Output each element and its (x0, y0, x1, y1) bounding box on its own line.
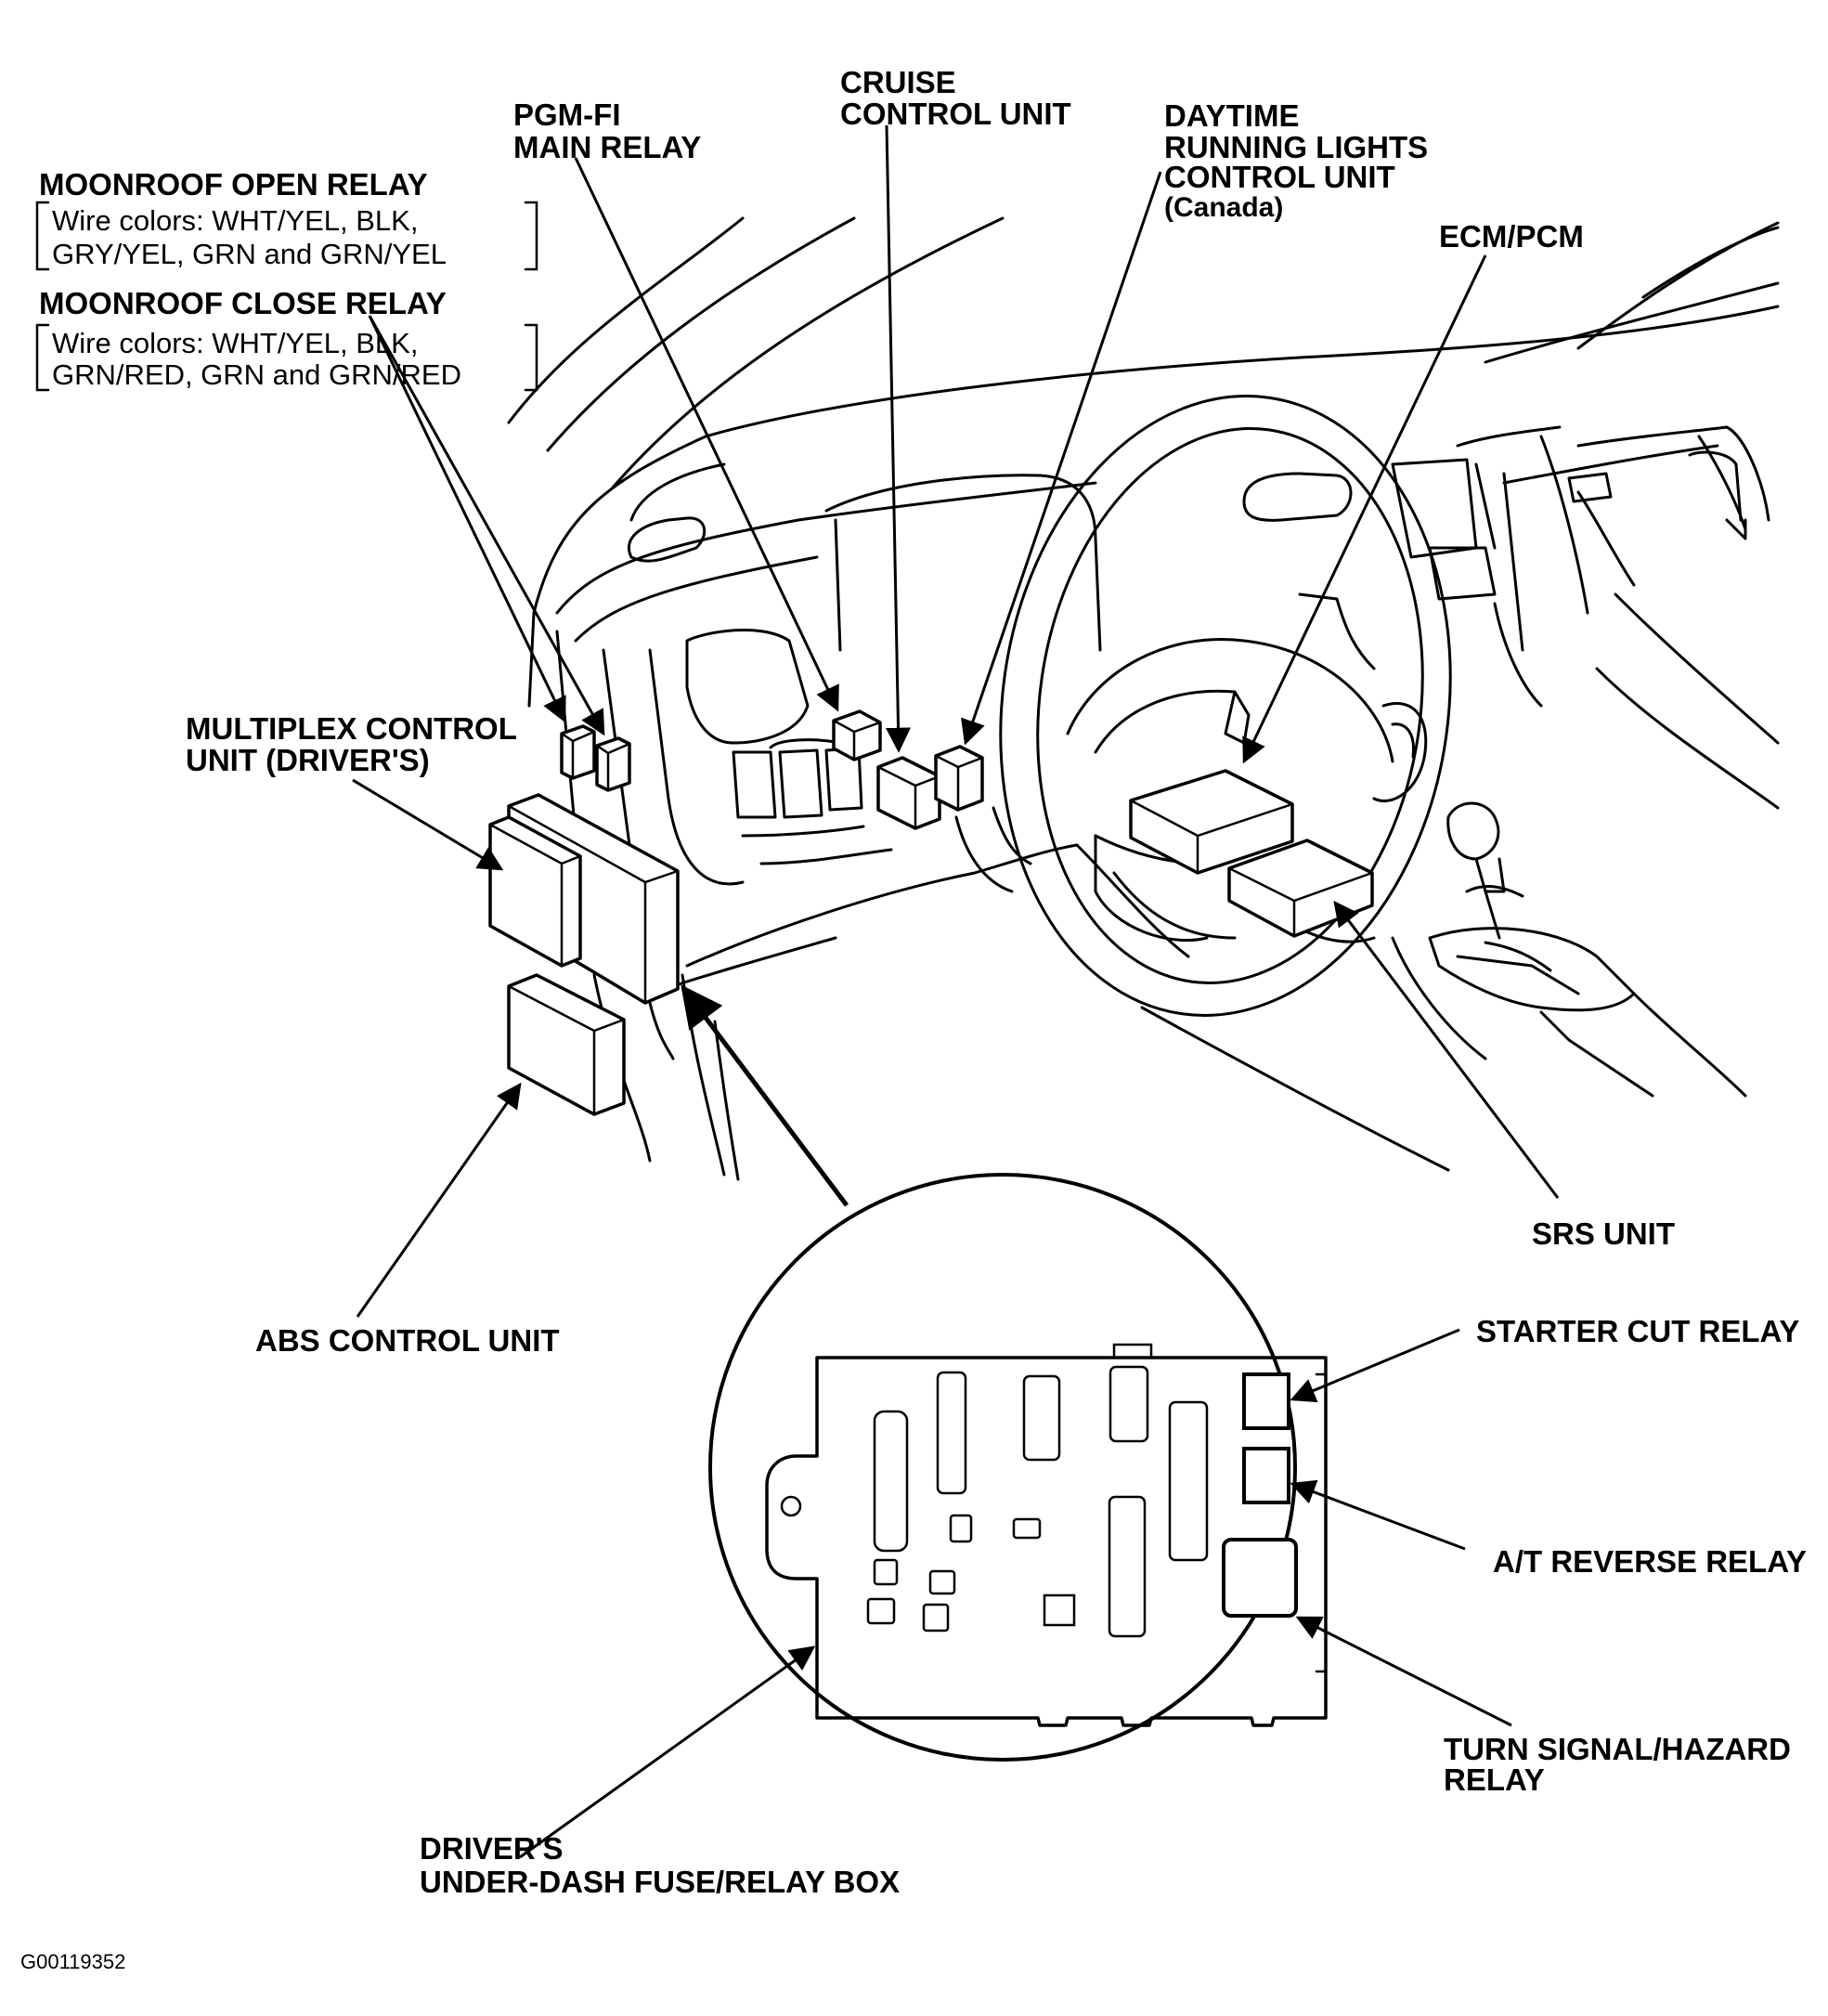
leader-ecm-pcm (1242, 254, 1487, 764)
pgm-fi-main-relay-shape (832, 709, 882, 761)
leader-abs (356, 1082, 522, 1318)
label-drl-3: CONTROL UNIT (1164, 160, 1395, 194)
leader-lines (352, 124, 1560, 1859)
ecm-pcm-shape (1129, 769, 1294, 875)
label-moonroof-close-wires-1: Wire colors: WHT/YEL, BLK, (52, 327, 418, 359)
label-starter-cut-relay: STARTER CUT RELAY (1476, 1314, 1799, 1348)
leader-at-reverse (1290, 1479, 1466, 1551)
label-multiplex-1: MULTIPLEX CONTROL (186, 711, 517, 746)
dashboard-drawing (507, 216, 1780, 1181)
label-drl-1: DAYTIME (1164, 98, 1299, 133)
label-abs-control-unit: ABS CONTROL UNIT (255, 1323, 560, 1358)
wire-color-brackets (35, 201, 538, 392)
fuse-box-inset (708, 1173, 1328, 1762)
label-drl-4: (Canada) (1164, 192, 1283, 223)
components (488, 709, 1374, 1116)
multiplex-control-unit-shape (488, 793, 680, 1005)
label-moonroof-close-relay: MOONROOF CLOSE RELAY (39, 286, 447, 320)
leader-drl (961, 171, 1162, 746)
drl-control-unit-shape (934, 745, 984, 812)
label-fuse-box-2: UNDER-DASH FUSE/RELAY BOX (420, 1865, 900, 1899)
label-cruise-1: CRUISE (840, 65, 956, 99)
moonroof-close-relay-shape (595, 736, 631, 792)
leader-moonroof-open (368, 315, 566, 723)
leader-fuse-box (519, 1645, 816, 1859)
cruise-control-unit-shape (876, 756, 941, 830)
label-drl-2: RUNNING LIGHTS (1164, 130, 1428, 164)
moonroof-open-relay-shape (560, 724, 596, 780)
label-turn-signal-1: TURN SIGNAL/HAZARD (1444, 1732, 1791, 1766)
label-at-reverse-relay: A/T REVERSE RELAY (1493, 1544, 1807, 1579)
abs-control-unit-shape (507, 973, 626, 1116)
leader-pgm-fi (574, 157, 839, 712)
label-moonroof-open-wires-2: GRY/YEL, GRN and GRN/YEL (52, 238, 447, 270)
label-pgm-fi-1: PGM-FI (513, 98, 620, 132)
label-moonroof-close-wires-2: GRN/RED, GRN and GRN/RED (52, 358, 461, 391)
leader-moonroof-close (368, 315, 605, 736)
figure-code: G00119352 (20, 1950, 125, 1973)
label-fuse-box-1: DRIVER'S (420, 1831, 564, 1866)
label-turn-signal-2: RELAY (1444, 1762, 1545, 1797)
leader-cruise (885, 124, 912, 753)
label-moonroof-open-relay: MOONROOF OPEN RELAY (39, 167, 428, 202)
label-multiplex-2: UNIT (DRIVER'S) (186, 743, 430, 777)
label-pgm-fi-2: MAIN RELAY (513, 130, 701, 164)
leader-srs (1333, 900, 1560, 1199)
leader-starter-cut (1290, 1328, 1460, 1403)
label-moonroof-open-wires-1: Wire colors: WHT/YEL, BLK, (52, 204, 418, 237)
label-cruise-2: CONTROL UNIT (840, 97, 1071, 131)
leader-turn-signal (1295, 1616, 1512, 1727)
leader-multiplex (352, 778, 504, 871)
label-srs-unit: SRS UNIT (1532, 1216, 1675, 1251)
leader-fuse-box-zoom (681, 984, 849, 1207)
text-labels: MOONROOF OPEN RELAY Wire colors: WHT/YEL… (20, 65, 1807, 1973)
label-ecm-pcm: ECM/PCM (1439, 219, 1584, 254)
